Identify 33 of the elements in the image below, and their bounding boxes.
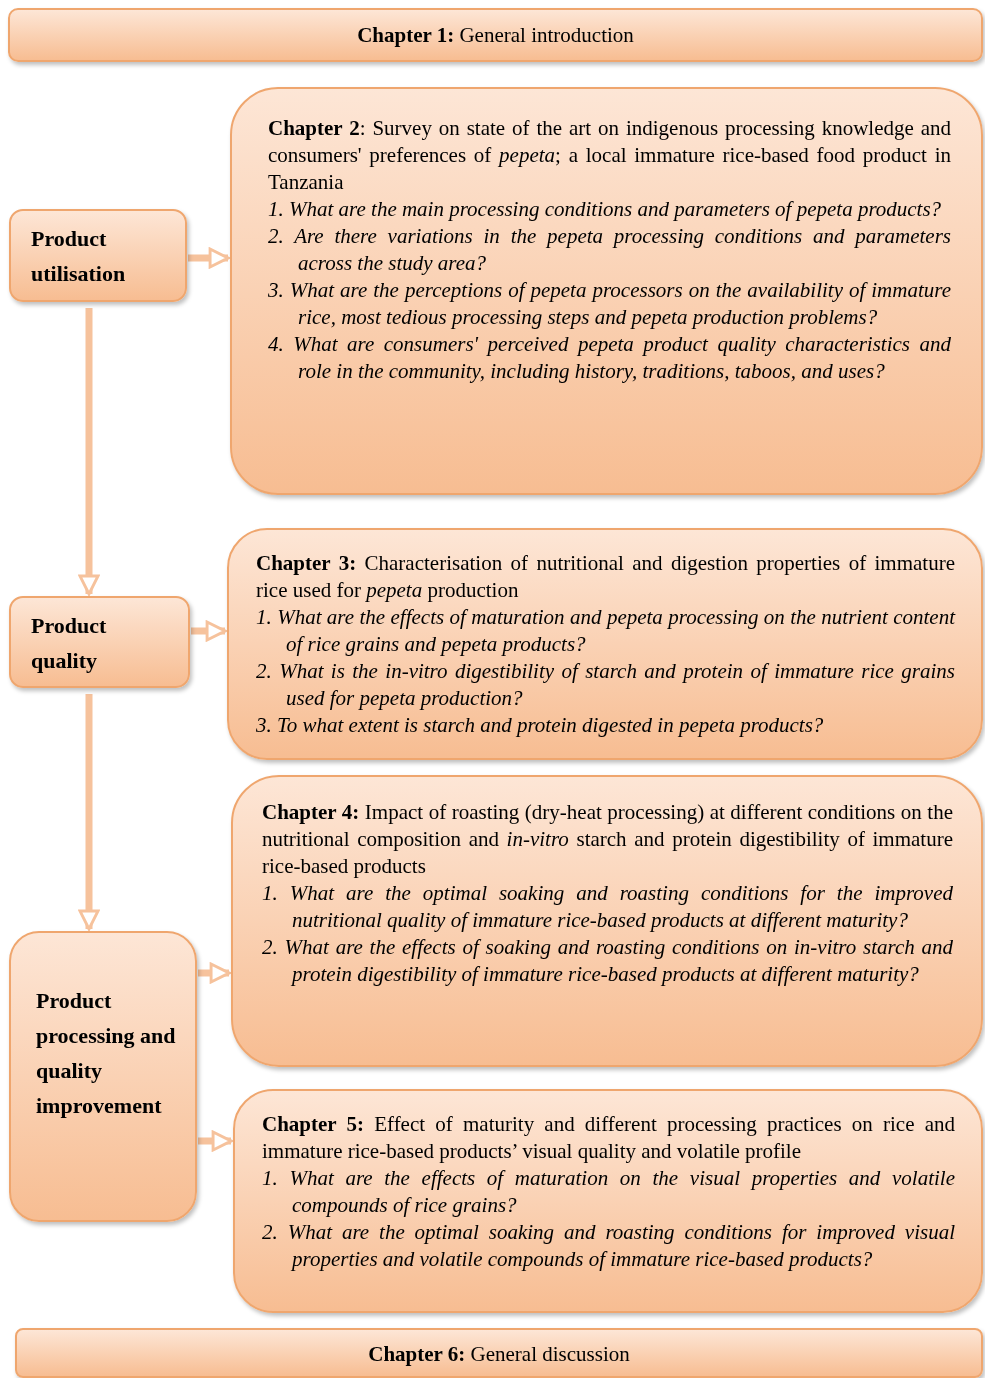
research-question: 1. What are the effects of maturation and pepeta processing on the nutrient content of rice grains and pepeta products? (256, 604, 955, 658)
arrow (198, 1130, 233, 1152)
theme-label: Product quality (31, 612, 108, 675)
chapter-title: Chapter 6: General discussion (367, 1341, 631, 1368)
theme-box (9, 596, 190, 688)
chapter-heading: Chapter 5: Effect of maturity and different processing practices on rice and immature rice-based products’ visual quality and volatile profile (262, 1111, 955, 1165)
research-question: 3. To what extent is starch and protein digested in pepeta products? (256, 712, 825, 739)
research-question: 3. What are the perceptions of pepeta processors on the availability of immature rice, most tedious processing steps and pepeta production problems? (268, 277, 951, 331)
chapter-box (231, 775, 983, 1067)
research-question: 1. What are the main processing conditions and parameters of pepeta products? (268, 196, 943, 223)
research-question: 1. What are the effects of maturation on the visual properties and volatile compounds of rice grains? (262, 1165, 955, 1219)
chapter-bar (15, 1328, 983, 1378)
research-question: 2. What are the effects of soaking and roasting conditions on in-vitro starch and protein digestibility of immature rice-based products at different maturity? (262, 934, 953, 988)
research-question: 2. Are there variations in the pepeta processing conditions and parameters across the study area? (268, 223, 951, 277)
research-question: 4. What are consumers' perceived pepeta product quality characteristics and role in the community, including history, traditions, taboos, and uses? (268, 331, 951, 385)
theme-box (9, 931, 197, 1222)
theme-label: Product processing and quality improvement (36, 987, 177, 1120)
chapter-heading: Chapter 3: Characterisation of nutritional and digestion properties of immature rice used for pepeta production (256, 550, 955, 604)
arrow (198, 962, 231, 984)
chapter-heading: Chapter 4: Impact of roasting (dry-heat processing) at different conditions on the nutritional composition and in-vitro starch and protein digestibility of immature rice-based products (262, 799, 953, 880)
research-question: 2. What are the optimal soaking and roasting conditions for improved visual properties and volatile compounds of immature rice-based products? (262, 1219, 955, 1273)
chapter-box (227, 528, 983, 760)
research-question: 2. What is the in-vitro digestibility of starch and protein of immature rice grains used for pepeta production? (256, 658, 955, 712)
chapter-box (233, 1089, 983, 1313)
arrow (188, 247, 230, 269)
chapter-title: Chapter 1: General introduction (356, 22, 635, 49)
theme-box (9, 209, 187, 302)
chapter-heading: Chapter 2: Survey on state of the art on indigenous processing knowledge and consumers' preferences of pepeta; a local immature rice-based food product in Tanzania (268, 115, 951, 196)
arrow (191, 620, 227, 642)
theme-label: Product utilisation (31, 225, 127, 288)
research-question: 1. What are the optimal soaking and roasting conditions for the improved nutritional quality of immature rice-based products at different maturity? (262, 880, 953, 934)
chapter-bar (8, 8, 983, 62)
chapter-box (230, 87, 983, 495)
